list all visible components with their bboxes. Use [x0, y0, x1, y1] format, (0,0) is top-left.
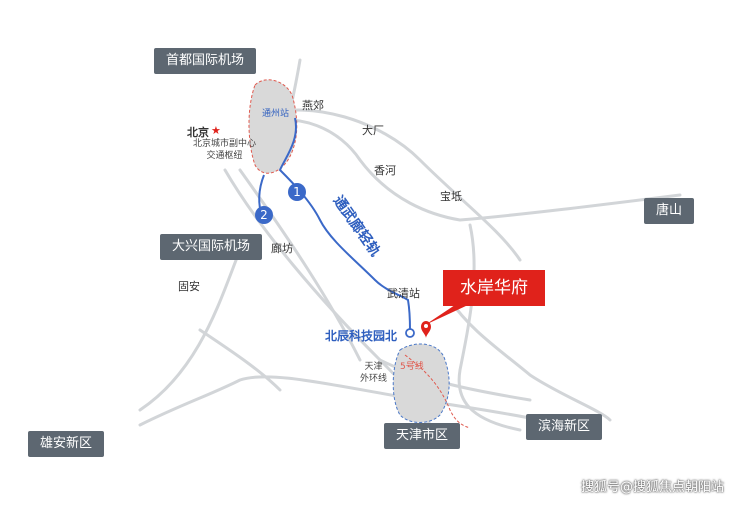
light-rail-label: 通武廊轻轨 — [330, 193, 384, 260]
light-rail-route — [278, 117, 411, 331]
marker-1-label: 1 — [293, 185, 301, 199]
daxing-airport-tag[interactable]: 大兴国际机场 — [160, 234, 263, 260]
tianjin-city-tag[interactable]: 天津市区 — [384, 423, 461, 449]
metro-line5-label: 5号线 — [400, 362, 424, 372]
tongzhou-station-label: 通州站 — [262, 109, 290, 119]
xianghe-label: 香河 — [374, 164, 396, 177]
beijing-sub-label: 北京城市副中心 交通枢纽 — [193, 138, 256, 162]
tianjin-city-area — [392, 343, 450, 423]
marker-2-label: 2 — [260, 208, 268, 222]
beijing-sub-line2: 交通枢纽 — [206, 151, 243, 161]
dachang-label: 大厂 — [362, 124, 384, 137]
tianjin-outer-ring-label: 天津 外环线 — [360, 361, 387, 385]
location-pin-icon — [421, 321, 431, 338]
tianjin-outer-line1: 天津 — [364, 362, 383, 372]
tianjin-outer-line2: 外环线 — [360, 374, 388, 384]
metro-line5-path — [404, 354, 471, 429]
watermark: 搜狐号@搜狐焦点朝阳站 — [580, 480, 724, 495]
project-callout[interactable]: 水岸华府 — [443, 270, 545, 306]
tangshan-tag[interactable]: 唐山 — [644, 198, 695, 224]
binhai-tag[interactable]: 滨海新区 — [526, 414, 603, 440]
marker-1-circle — [288, 183, 306, 201]
beichen-park-label: 北辰科技园北 — [325, 329, 398, 343]
beijing-sub-line1: 北京城市副中心 — [193, 139, 257, 149]
baodi-label: 宝坻 — [440, 190, 462, 203]
marker-2-circle — [255, 206, 273, 224]
beichen-station-circle — [405, 328, 415, 338]
beijing-label: 北京 — [187, 126, 209, 139]
capital-airport-tag[interactable]: 首都国际机场 — [154, 48, 257, 74]
guan-label: 固安 — [178, 280, 200, 293]
xiongan-tag[interactable]: 雄安新区 — [28, 431, 105, 457]
tongzhou-district-area — [248, 79, 298, 174]
callout-pointer — [425, 305, 468, 325]
langfang-label: 廊坊 — [271, 242, 293, 255]
star-icon: ★ — [211, 124, 221, 137]
yanjiao-label: 燕郊 — [302, 99, 324, 112]
wuqing-station-label: 武清站 — [387, 287, 420, 300]
